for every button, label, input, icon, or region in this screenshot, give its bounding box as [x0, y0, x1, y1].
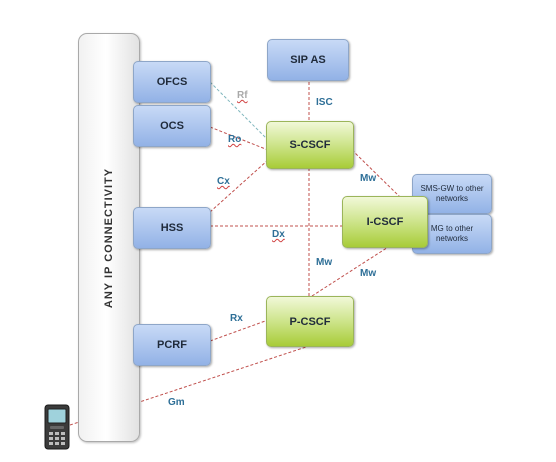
dx-interface-label: Dx — [272, 229, 285, 240]
ro-link — [209, 126, 269, 151]
ocs-node: OCS — [133, 105, 211, 147]
i-cscf-node: I-CSCF — [342, 196, 428, 248]
ip-connectivity-label: ANY IP CONNECTIVITY — [103, 167, 115, 308]
cx-interface-label: Cx — [217, 176, 230, 187]
p-cscf-label: P-CSCF — [289, 315, 331, 328]
rf-link — [209, 81, 269, 141]
ofcs-node: OFCS — [133, 61, 211, 103]
sip-as-node: SIP AS — [267, 39, 349, 81]
s-cscf-label: S-CSCF — [289, 139, 331, 151]
p-cscf-node: P-CSCF — [266, 296, 354, 347]
rx-interface-label: Rx — [230, 313, 243, 324]
mobile-phone-icon — [44, 404, 70, 450]
s-cscf-node: S-CSCF — [266, 121, 354, 169]
mw-mid-interface-label: Mw — [316, 257, 333, 268]
s-i-mw-link — [351, 149, 401, 198]
hss-node: HSS — [133, 207, 211, 249]
pcrf-node: PCRF — [133, 324, 211, 366]
gm-interface-label: Gm — [168, 397, 185, 408]
sip-as-label: SIP AS — [290, 54, 326, 66]
rx-link — [209, 319, 269, 342]
mw-right-interface-label: Mw — [360, 268, 377, 279]
pcrf-label: PCRF — [157, 339, 187, 351]
p-i-mw-link — [311, 241, 397, 297]
mw-top-interface-label: Mw — [360, 173, 377, 184]
ip-connectivity-bar: ANY IP CONNECTIVITY — [78, 33, 140, 442]
isc-interface-label: ISC — [316, 97, 333, 108]
ro-interface-label: Ro — [228, 134, 242, 145]
cx-link — [209, 159, 269, 213]
ocs-label: OCS — [160, 120, 184, 132]
mg-label: MG to other networks — [430, 224, 474, 243]
hss-label: HSS — [160, 222, 184, 234]
rf-interface-label: Rf — [237, 90, 248, 101]
ofcs-label: OFCS — [156, 76, 188, 88]
sms-gw-label: SMS-GW to other networks — [420, 184, 484, 203]
i-cscf-label: I-CSCF — [366, 216, 404, 228]
